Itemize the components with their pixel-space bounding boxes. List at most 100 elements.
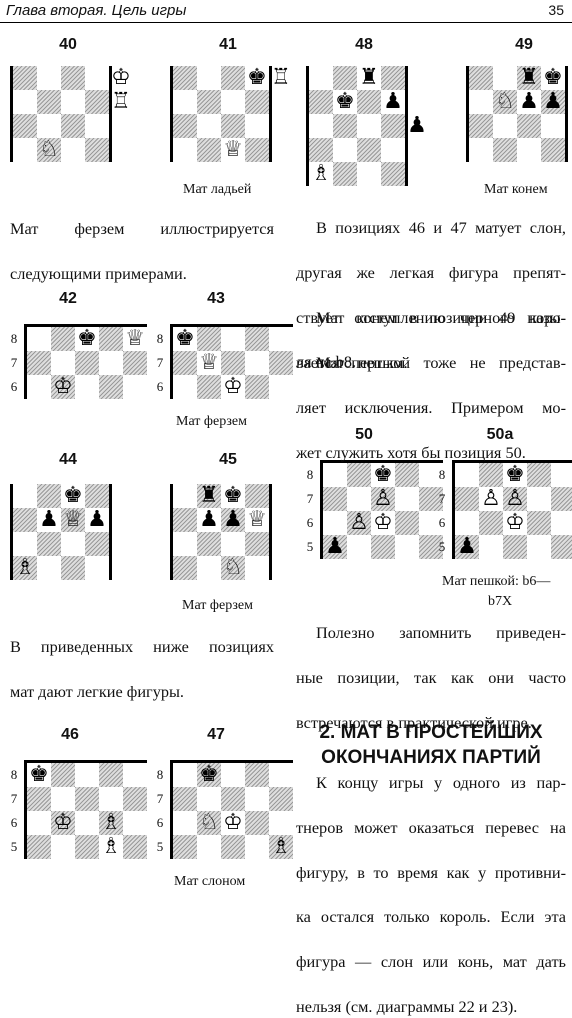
board-square bbox=[173, 90, 197, 114]
rank-label: 6 bbox=[306, 515, 314, 530]
text-line: Полезно запомнить приведен- bbox=[316, 623, 566, 642]
board-square bbox=[503, 487, 527, 511]
board-square bbox=[173, 532, 197, 556]
board-square bbox=[333, 66, 357, 90]
white-king-icon: ♔ bbox=[505, 510, 525, 535]
text-line: В позициях 46 и 47 матует слон, bbox=[316, 218, 566, 237]
board-square bbox=[27, 787, 51, 811]
board-square bbox=[419, 487, 443, 511]
board-square bbox=[75, 351, 99, 375]
board-square bbox=[541, 90, 565, 114]
board-square bbox=[221, 327, 245, 351]
chess-diagram-46: ♚♔♗♗ bbox=[24, 760, 147, 859]
board-square bbox=[245, 532, 269, 556]
board-square bbox=[99, 763, 123, 787]
board-square bbox=[479, 511, 503, 535]
diagram-number-50: 50 bbox=[355, 426, 373, 443]
rank-label: 8 bbox=[156, 331, 164, 346]
diagram-number-43: 43 bbox=[207, 290, 225, 307]
text-line: жет служить хотя бы позиция 50. bbox=[296, 442, 526, 462]
board-square bbox=[381, 114, 405, 138]
rank-label: 8 bbox=[10, 331, 18, 346]
white-pawn-icon: ♙ bbox=[373, 486, 393, 511]
white-queen-icon: ♕ bbox=[247, 507, 267, 532]
board-square bbox=[173, 556, 197, 580]
text-line: ля на b8. bbox=[296, 352, 357, 372]
board-square bbox=[173, 138, 197, 162]
board-square bbox=[173, 375, 197, 399]
board-square bbox=[61, 532, 85, 556]
board-square bbox=[13, 556, 37, 580]
board-square bbox=[85, 484, 109, 508]
white-bishop-icon: ♗ bbox=[101, 810, 121, 835]
board-square bbox=[75, 787, 99, 811]
board-square bbox=[221, 66, 245, 90]
rank-label: 6 bbox=[10, 379, 18, 394]
chapter-title: Глава вторая. Цель игры bbox=[6, 2, 187, 19]
board-square bbox=[527, 463, 551, 487]
board-square bbox=[469, 66, 493, 90]
board-square bbox=[197, 90, 221, 114]
board-square bbox=[173, 835, 197, 859]
board-square bbox=[527, 487, 551, 511]
board-square bbox=[551, 463, 572, 487]
rank-label: 6 bbox=[438, 515, 446, 530]
board-square bbox=[123, 835, 147, 859]
board-square bbox=[173, 787, 197, 811]
caption-queen-mate-2: Мат ферзем bbox=[182, 598, 253, 613]
board-square bbox=[27, 351, 51, 375]
caption-bishop-mate: Мат слоном bbox=[174, 874, 246, 889]
black-pawn-icon: ♟ bbox=[407, 113, 427, 138]
board-square bbox=[99, 811, 123, 835]
board-square bbox=[323, 511, 347, 535]
white-queen-icon: ♕ bbox=[63, 507, 83, 532]
board-square bbox=[75, 811, 99, 835]
board-square bbox=[37, 90, 61, 114]
black-pawn-icon: ♟ bbox=[543, 89, 563, 114]
board-square bbox=[61, 508, 85, 532]
board-square bbox=[85, 66, 109, 90]
black-pawn-icon: ♟ bbox=[223, 507, 243, 532]
board-square bbox=[245, 763, 269, 787]
rank-label: 6 bbox=[156, 379, 164, 394]
board-square bbox=[197, 811, 221, 835]
board-square bbox=[51, 835, 75, 859]
board-square bbox=[309, 90, 333, 114]
board-square bbox=[395, 535, 419, 559]
chess-diagram-45: ♜♚♟♟♕♘ bbox=[170, 484, 272, 580]
white-knight-icon: ♘ bbox=[39, 137, 59, 162]
board-square bbox=[347, 487, 371, 511]
black-pawn-icon: ♟ bbox=[199, 507, 219, 532]
board-square bbox=[395, 487, 419, 511]
board-square bbox=[197, 114, 221, 138]
board-square bbox=[221, 351, 245, 375]
board-square bbox=[269, 375, 293, 399]
board-square bbox=[13, 508, 37, 532]
text-line: ка остался только король. Если эта bbox=[296, 907, 566, 927]
diagram-number-40: 40 bbox=[59, 36, 77, 53]
board-square bbox=[493, 66, 517, 90]
board-square bbox=[61, 556, 85, 580]
diagram-number-50a: 50а bbox=[486, 426, 514, 443]
diagram-number-47: 47 bbox=[207, 726, 225, 743]
board-square bbox=[85, 532, 109, 556]
chess-diagram-40: ♔♖♘ bbox=[10, 66, 131, 162]
black-pawn-icon: ♟ bbox=[519, 89, 539, 114]
diagram-number-49: 49 bbox=[515, 36, 533, 53]
board-square bbox=[197, 532, 221, 556]
board-square bbox=[221, 787, 245, 811]
white-king-icon: ♔ bbox=[53, 810, 73, 835]
board-square bbox=[245, 351, 269, 375]
board-square bbox=[221, 532, 245, 556]
chess-diagram-41: ♚♖♕ bbox=[170, 66, 291, 162]
white-bishop-icon: ♗ bbox=[311, 161, 331, 186]
caption-knight-mate: Мат конем bbox=[484, 182, 548, 197]
board-square bbox=[51, 375, 75, 399]
text-line: К концу игры у одного из пар- bbox=[316, 773, 566, 792]
black-king-icon: ♚ bbox=[373, 462, 393, 487]
chess-diagram-47: ♚♘♔♗ bbox=[170, 760, 293, 859]
board-square bbox=[85, 114, 109, 138]
chess-diagram-49: ♜♚♘♟♟ bbox=[466, 66, 568, 162]
rank-label: 8 bbox=[10, 767, 18, 782]
black-pawn-icon: ♟ bbox=[383, 89, 403, 114]
